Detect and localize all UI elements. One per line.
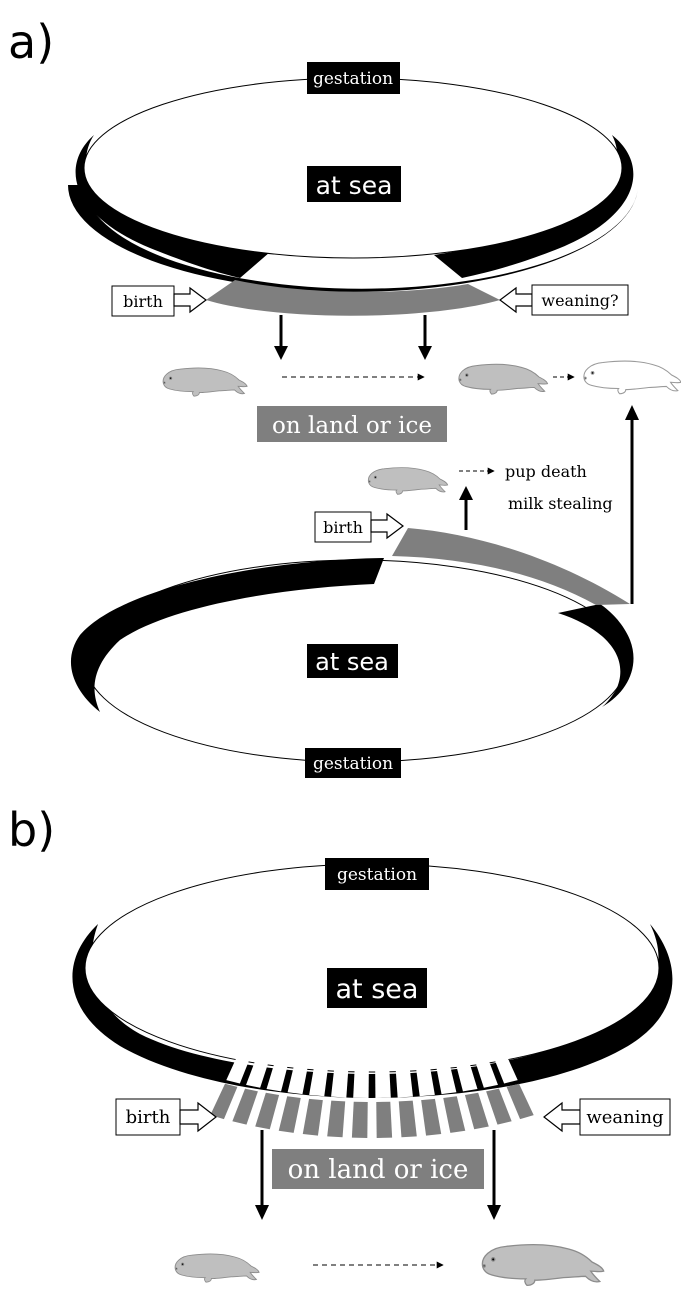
top-weaning-arrow-icon [499,286,533,314]
bottom-at-sea-label: at sea [315,648,389,676]
pup-seal-large-icon [458,363,549,395]
top-left-down-arrowhead [274,346,288,360]
b-on-land-label: on land or ice [288,1155,469,1185]
b-ring-stripe-white [226,1054,251,1084]
b-ring-stripe-white [455,1060,478,1092]
top-birth-label: birth [123,292,163,311]
pup-death-label: pup death [505,462,587,481]
bottom-up-arrowhead-short [459,486,473,500]
top-gestation-box [307,62,400,94]
b-pup-seal-small-icon [174,1253,260,1283]
b-birth-marker: birth [115,1098,217,1136]
bottom-cycle-black-arc-right [558,604,634,707]
bottom-cycle-black-arc-left [70,558,385,712]
b-gray-stripe [506,1083,534,1120]
b-weaning-arrow-icon [543,1101,581,1133]
b-ring-stripe-white [309,1065,329,1097]
bottom-birth-arrow-icon [370,512,404,540]
b-gray-stripe [486,1088,512,1125]
b-ring-stripe-white [493,1054,518,1084]
top-birth-marker: birth [111,285,207,317]
b-gray-stripe [398,1100,417,1138]
top-weaning-marker: weaning? [499,284,629,316]
top-right-down-arrowhead [418,346,432,360]
b-gray-stripe [421,1098,442,1136]
b-at-sea-box [327,968,427,1008]
top-cycle-gray-band [206,280,500,316]
b-gray-stripe [232,1088,258,1125]
milk-stealing-label: milk stealing [508,494,613,513]
panel-a-bottom-cycle: at sea gestation [70,528,634,778]
b-ring-stripe-white [375,1067,391,1098]
b-striped-band [210,1054,534,1138]
b-gray-stripe [376,1101,393,1138]
b-at-sea-label: at sea [336,974,419,1005]
panel-b-label: b) [8,803,55,857]
b-birth-label: birth [126,1107,171,1128]
b-ring-stripe-white [353,1067,369,1098]
bottom-birth-marker: birth [314,511,404,543]
bottom-at-sea-box [307,644,398,678]
top-on-land-label: on land or ice [272,413,432,439]
b-ring-stripe-white [435,1063,457,1095]
weaned-seal-outline-icon [583,360,681,395]
b-gray-stripe [255,1092,280,1130]
b-gestation-label: gestation [337,865,417,885]
panel-a-top-cycle: gestation at sea [68,62,638,316]
b-gray-stripe [464,1092,489,1130]
b-ring-stripe-white [266,1060,289,1092]
b-ring-stripe-white [415,1065,435,1097]
pup-seal-small-icon [162,367,248,397]
b-ring-stripe-white [246,1057,270,1088]
b-gray-stripe [210,1083,238,1120]
b-birth-arrow-icon [179,1101,217,1133]
bottom-pup-seal-icon [367,467,449,495]
bottom-gestation-box [305,748,401,778]
b-right-down-arrowhead [487,1205,501,1220]
bottom-birth-label: birth [323,518,363,537]
b-pup-seal-large-icon [481,1243,605,1287]
top-gestation-label: gestation [313,69,393,89]
b-gray-stripe [278,1096,301,1133]
top-weaning-box [531,284,629,316]
b-ring-stripe-white [395,1066,413,1098]
b-gray-stripe [443,1096,466,1133]
b-on-land-box [272,1149,484,1189]
b-weaning-label: weaning [586,1107,663,1128]
top-at-sea-box [307,166,401,202]
b-ring-stripe-white [474,1057,498,1088]
b-birth-box [115,1098,181,1136]
b-ring-stripe-white [331,1066,349,1098]
panel-b-cycle: gestation at sea [72,858,673,1138]
b-ring-stripe-white [287,1063,309,1095]
b-gray-stripe [327,1100,346,1138]
top-on-land-box [257,406,447,442]
b-gray-stripe [302,1098,323,1136]
bottom-cycle-gray-band [392,528,630,605]
top-birth-arrow-icon [173,286,207,314]
bottom-gestation-label: gestation [313,754,393,774]
bottom-birth-box [314,511,372,543]
b-left-down-arrowhead [255,1205,269,1220]
panel-a-label: a) [8,15,54,69]
top-weaning-label: weaning? [541,291,618,310]
top-birth-box [111,285,175,317]
b-weaning-marker: weaning [543,1098,671,1136]
bottom-up-arrowhead-long [625,405,639,420]
b-gestation-box [325,858,429,890]
top-at-sea-label: at sea [316,171,393,200]
b-gray-stripe [351,1101,368,1138]
b-weaning-box [579,1098,671,1136]
